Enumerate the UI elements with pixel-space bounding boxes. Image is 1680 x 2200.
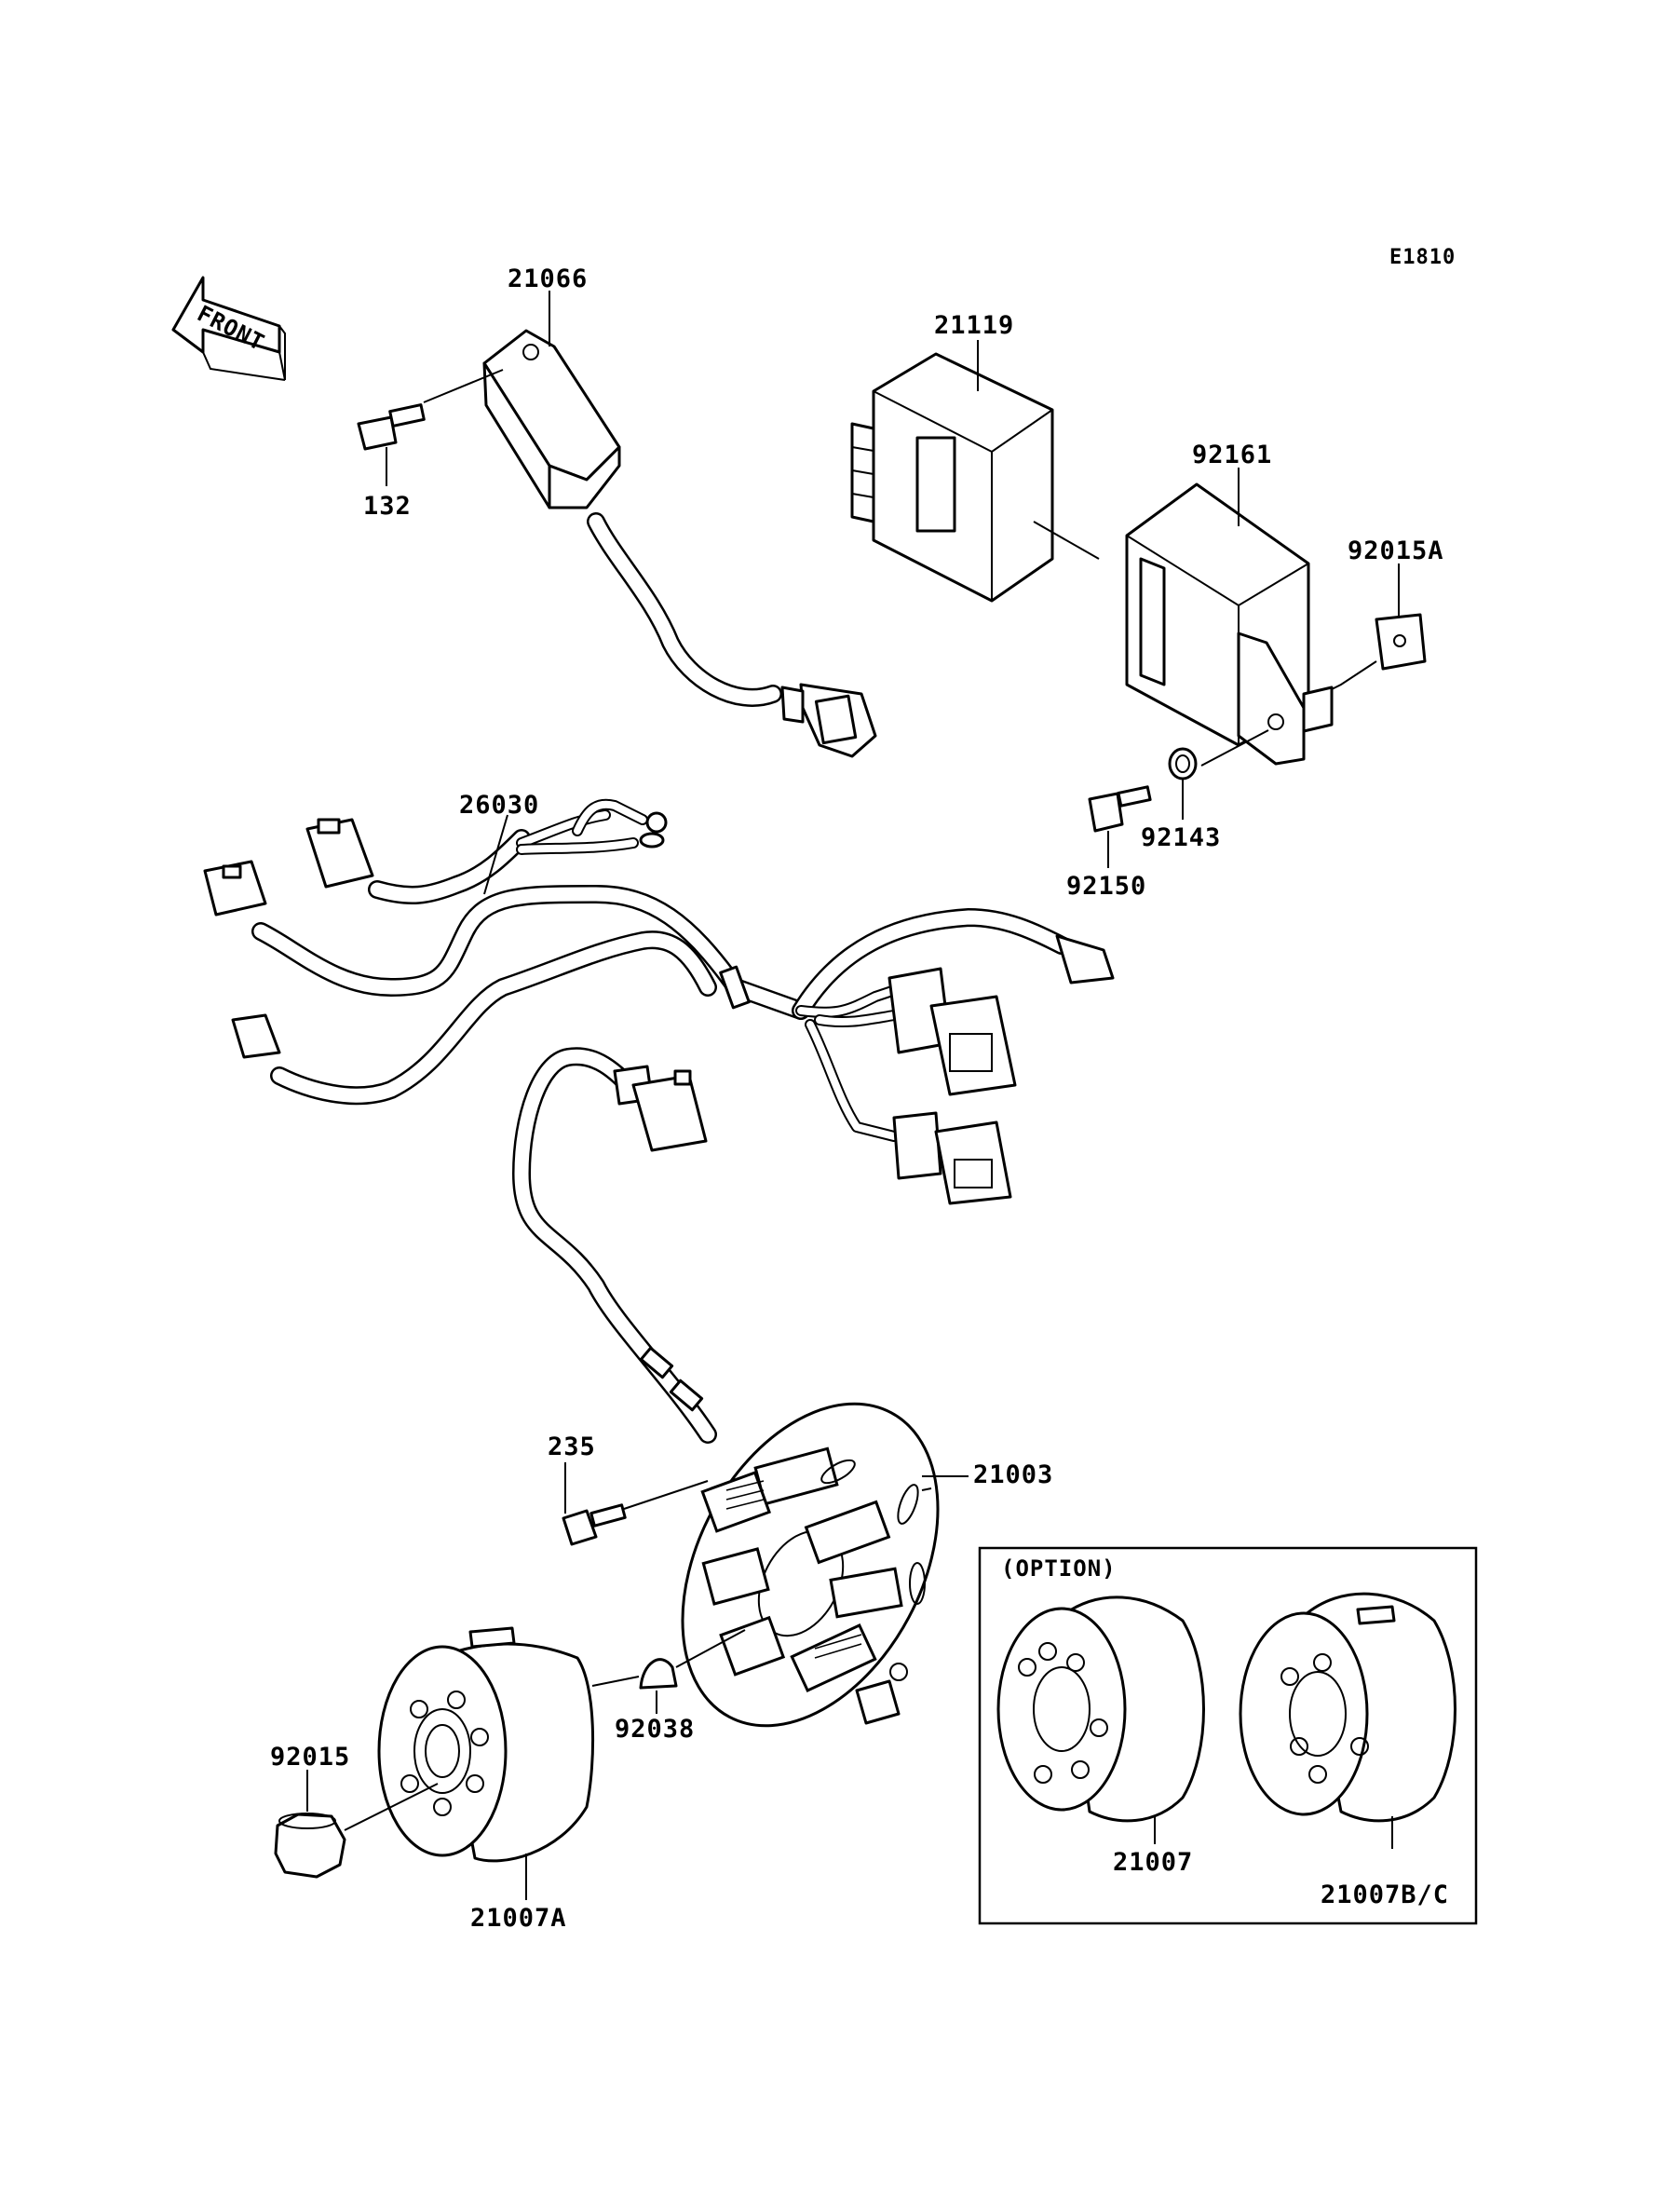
part-21119-box — [850, 352, 1100, 603]
part-92143-collar — [1168, 747, 1198, 781]
part-132-bolt — [357, 369, 504, 451]
label-21066: 21066 — [508, 265, 588, 293]
part-21007-rotor — [996, 1596, 1205, 1844]
part-21066-module — [482, 329, 877, 758]
part-235-screw — [562, 1480, 709, 1546]
label-21119: 21119 — [934, 311, 1014, 340]
label-132: 132 — [363, 492, 412, 521]
part-21007A-rotor — [377, 1626, 595, 1900]
diagram-code: E1810 — [1389, 246, 1456, 269]
label-21007: 21007 — [1113, 1848, 1193, 1877]
label-21007A: 21007A — [470, 1904, 567, 1933]
part-92015-nut — [274, 1770, 439, 1879]
part-92161-regulator — [1125, 482, 1334, 767]
label-92015: 92015 — [270, 1743, 350, 1772]
option-box — [978, 1546, 1478, 1925]
part-21003-stator — [681, 1402, 940, 1728]
label-92161: 92161 — [1192, 441, 1272, 469]
label-92150: 92150 — [1066, 872, 1146, 901]
label-92015A: 92015A — [1348, 536, 1444, 565]
part-92015A-clamp — [1331, 613, 1427, 690]
part-92150-bolt — [1088, 785, 1152, 833]
option-label: (OPTION) — [1001, 1555, 1117, 1582]
part-26030-harness — [203, 798, 1115, 1205]
label-21003: 21003 — [973, 1460, 1053, 1489]
part-92038-key — [591, 1629, 746, 1690]
label-21007BC: 21007B/C — [1321, 1881, 1449, 1909]
part-21007BC-rotor — [1239, 1592, 1456, 1849]
label-26030: 26030 — [459, 791, 539, 820]
front-arrow-icon: FRONT — [171, 276, 286, 381]
label-92038: 92038 — [615, 1715, 695, 1744]
label-92143: 92143 — [1141, 823, 1221, 852]
label-235: 235 — [548, 1433, 596, 1461]
part-21003-stator-cable — [512, 1047, 717, 1444]
